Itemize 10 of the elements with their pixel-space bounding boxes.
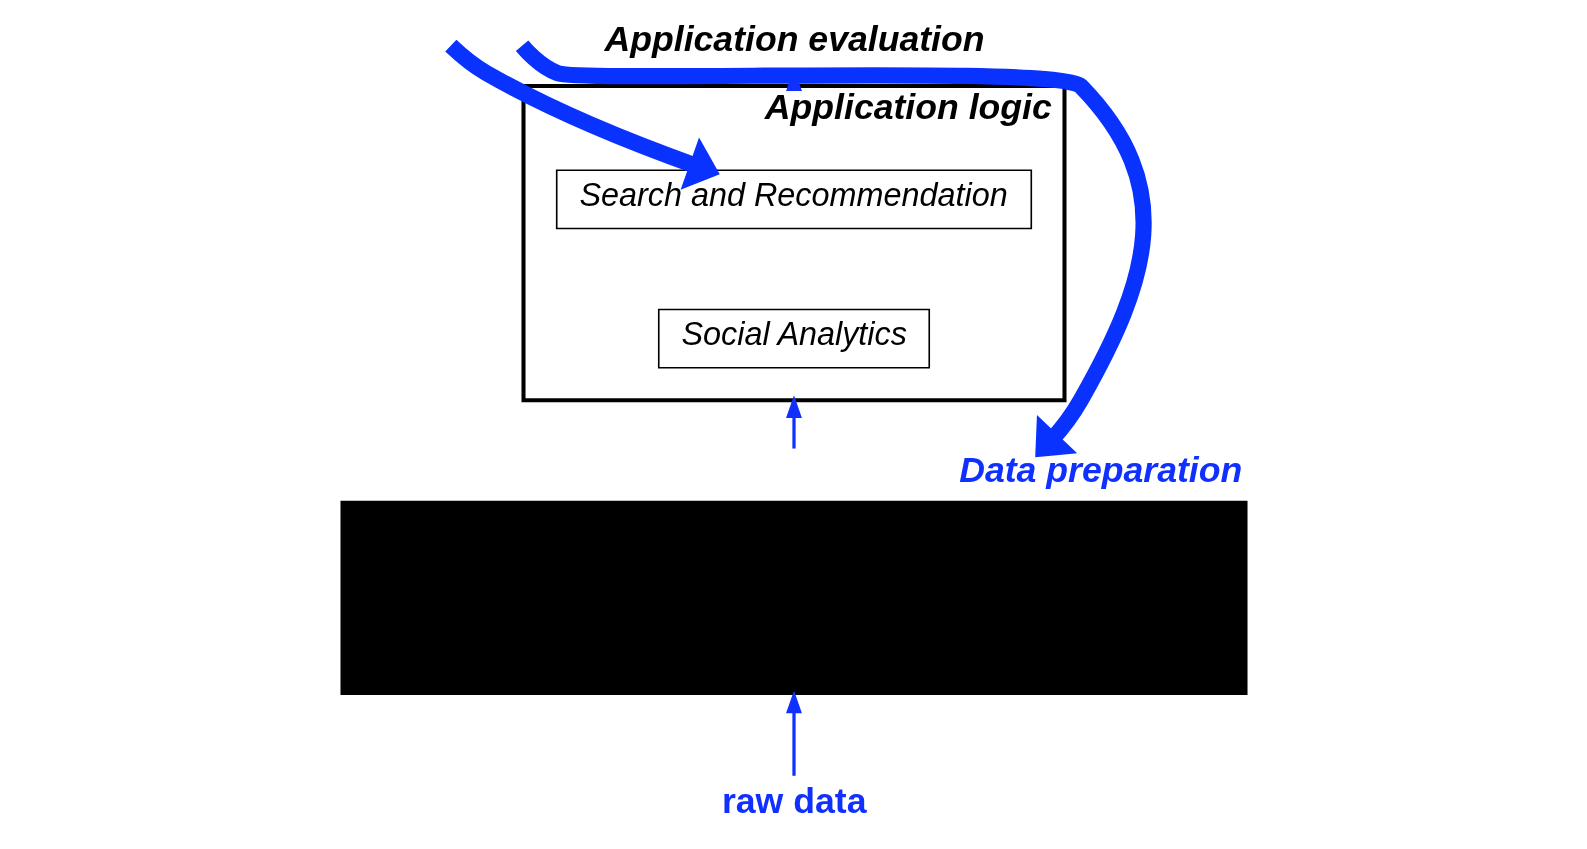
node-text: raw data xyxy=(721,780,866,821)
node-text: Application evaluation xyxy=(603,19,985,60)
node-box xyxy=(340,500,1247,695)
arrow xyxy=(515,40,1151,458)
arrow xyxy=(444,39,720,190)
arrow xyxy=(785,690,802,776)
node-box: Social Analytics xyxy=(657,308,930,369)
node-label: Data preparation xyxy=(958,450,1242,491)
arrow xyxy=(785,395,802,449)
node-box: Search and Recommendation xyxy=(555,169,1032,230)
